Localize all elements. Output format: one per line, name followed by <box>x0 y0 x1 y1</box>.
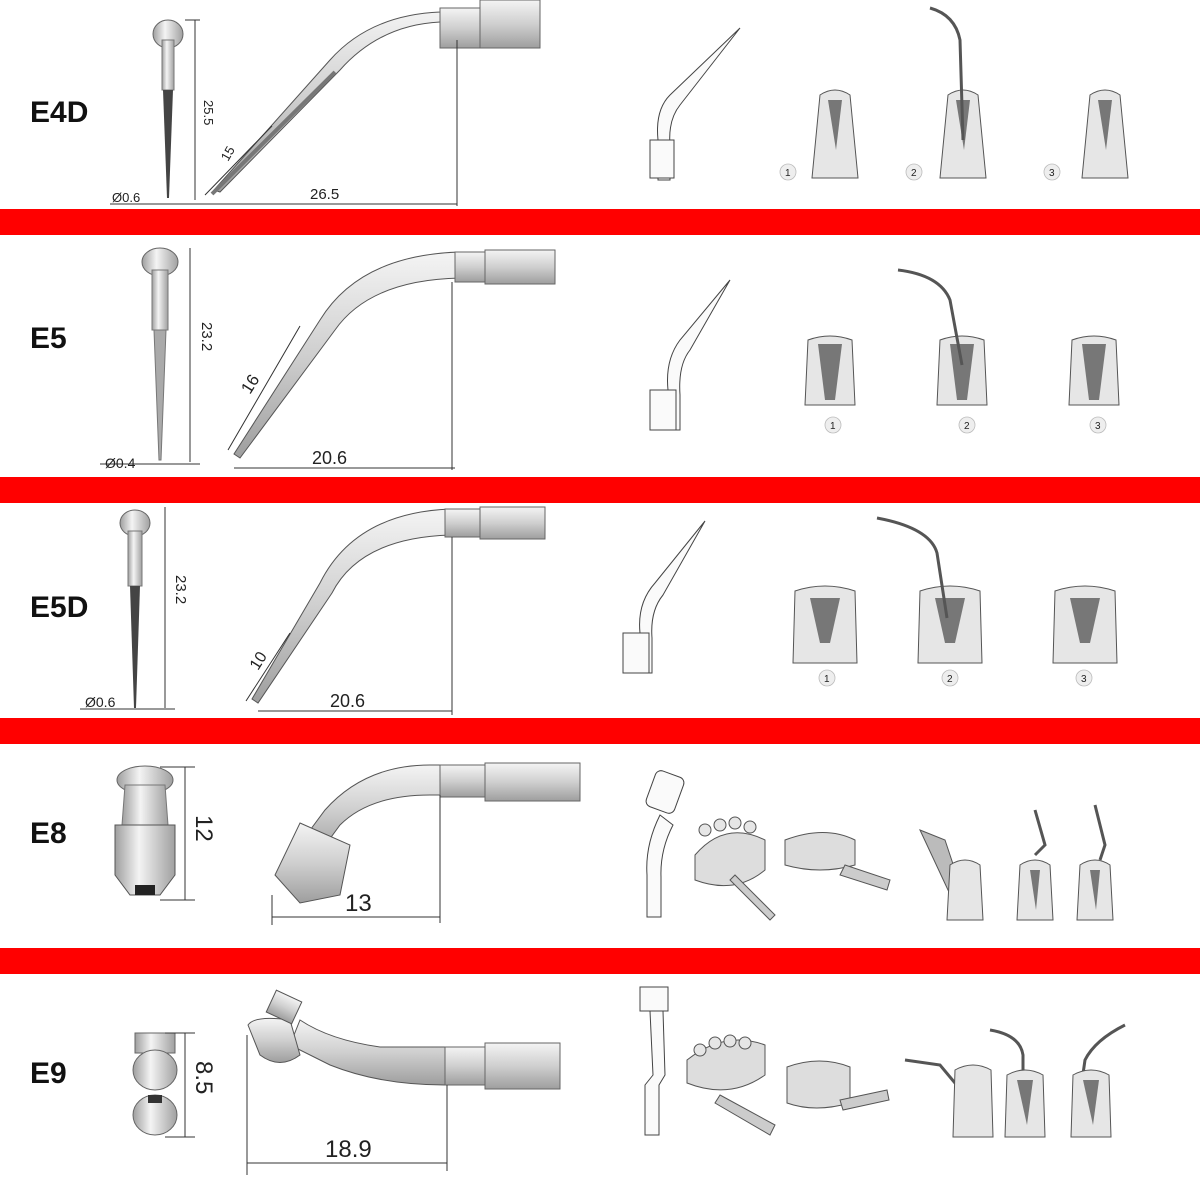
diameter-dimension: Ø0.4 <box>105 455 136 471</box>
tip-row-e4d: E4D 25.5 Ø0.6 15 26.5 25.5 1 2 3 <box>0 0 1200 210</box>
separator-bar <box>0 718 1200 744</box>
tip-label: E5D <box>30 591 89 624</box>
procedure-illustration: 1 2 3 <box>622 516 1118 687</box>
step-number: 1 <box>785 168 791 179</box>
rotated-height-label: 12 <box>192 815 217 842</box>
tip-dimension-drawing: 25.5 Ø0.6 15 26.5 <box>110 0 541 206</box>
rotated-height-label: 25.5 <box>201 100 216 125</box>
rotated-height-label: 23.2 <box>172 575 189 604</box>
step-number: 2 <box>947 674 953 685</box>
tip-dimension-drawing: 13 <box>114 762 581 925</box>
length-dimension: 18.9 <box>325 1136 372 1163</box>
step-number: 2 <box>911 168 917 179</box>
length-dimension: 20.6 <box>312 448 347 468</box>
tip-length-dimension: 16 <box>237 371 263 397</box>
step-number: 1 <box>830 421 836 432</box>
tip-label: E4D <box>30 96 89 129</box>
separator-bar <box>0 209 1200 235</box>
height-dimension: 8.5 <box>192 1061 217 1094</box>
length-dimension: 20.6 <box>330 691 365 711</box>
tip-dimension-drawing: 18.9 <box>132 989 561 1175</box>
step-number: 3 <box>1049 168 1055 179</box>
height-dimension: 23.2 <box>198 322 215 351</box>
step-number: 3 <box>1081 674 1087 685</box>
step-number: 2 <box>964 421 970 432</box>
diameter-dimension: Ø0.6 <box>85 694 116 710</box>
separator-bar <box>0 477 1200 503</box>
step-number: 1 <box>824 674 830 685</box>
rotated-height-label: 8.5 <box>192 1061 217 1094</box>
procedure-illustration: 1 2 3 <box>649 268 1120 434</box>
tip-length-dimension: 10 <box>247 649 271 673</box>
height-dimension: 23.2 <box>172 575 189 604</box>
procedure-illustration: 1 2 3 <box>649 6 1129 181</box>
procedure-illustration <box>639 986 1126 1138</box>
diameter-dimension: Ø0.6 <box>112 190 140 205</box>
step-number: 3 <box>1095 421 1101 432</box>
separator-bar <box>0 948 1200 974</box>
tip-length-dimension: 15 <box>218 143 238 163</box>
tip-row-e9: E9 18.9 8.5 <box>0 975 1200 1200</box>
tip-row-e8: E8 13 12 <box>0 745 1200 945</box>
tip-dimension-drawing: Ø0.6 10 20.6 <box>80 506 546 715</box>
height-dimension: 25.5 <box>201 100 216 125</box>
tip-row-e5: E5 Ø0.4 16 20.6 23.2 1 2 3 <box>0 240 1200 475</box>
height-dimension: 12 <box>192 815 217 842</box>
tip-label: E5 <box>30 322 67 355</box>
tip-label: E8 <box>30 817 67 850</box>
length-dimension: 26.5 <box>310 186 339 203</box>
procedure-illustration <box>645 770 1114 921</box>
tip-dimension-drawing: Ø0.4 16 20.6 <box>100 247 556 471</box>
rotated-height-label: 23.2 <box>198 322 215 351</box>
tip-label: E9 <box>30 1057 67 1090</box>
length-dimension: 13 <box>345 890 372 917</box>
tip-row-e5d: E5D Ø0.6 10 20.6 23.2 1 2 3 <box>0 503 1200 715</box>
